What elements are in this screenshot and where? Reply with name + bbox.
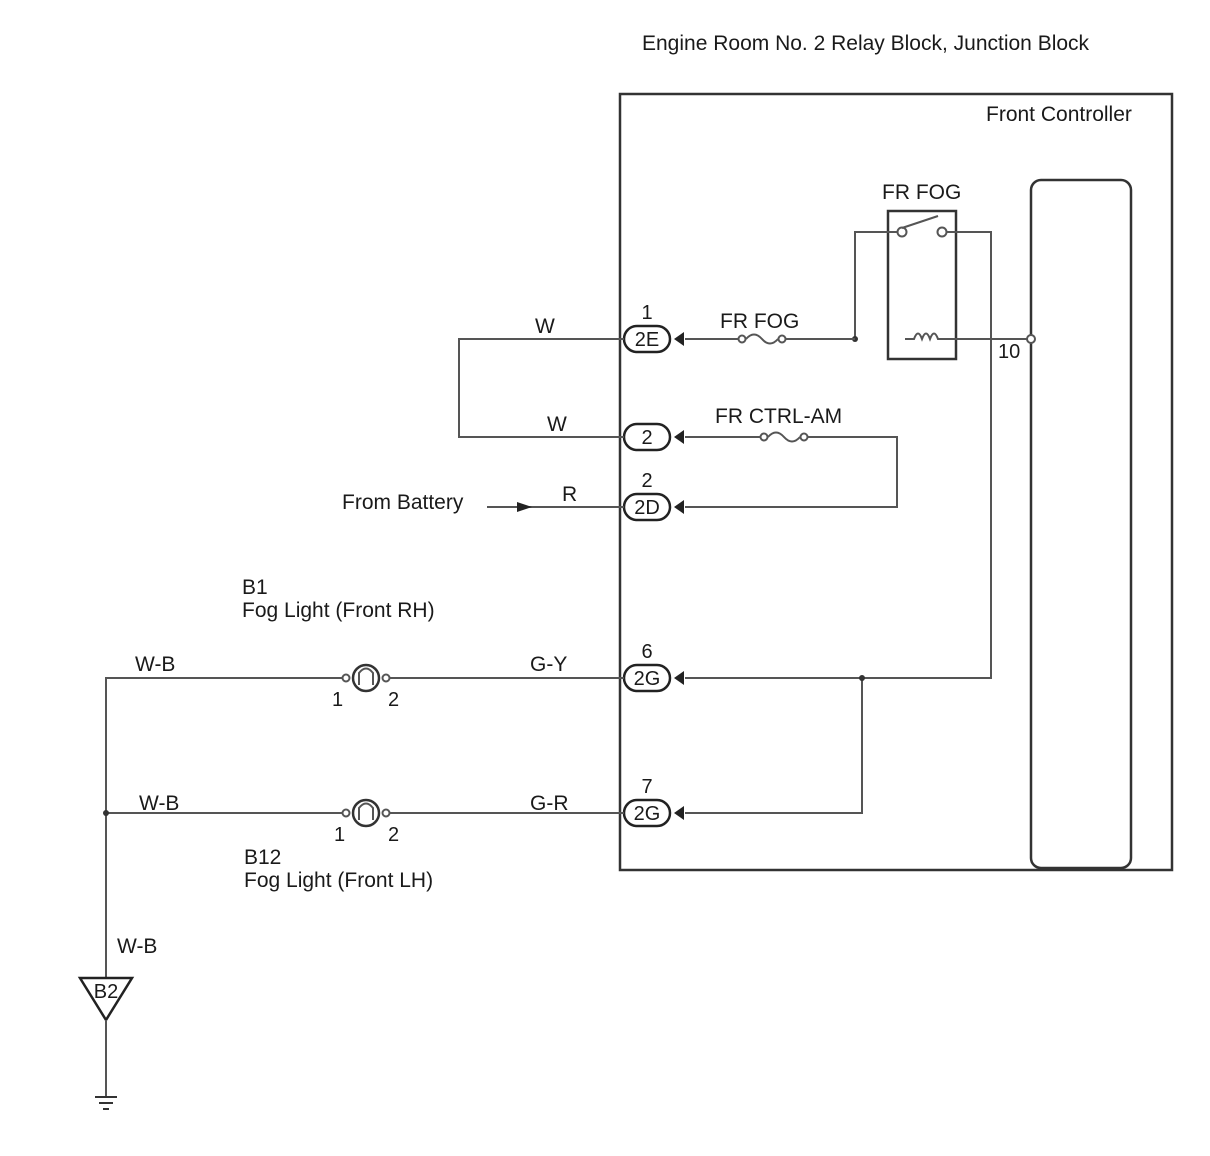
splice-dot [859,675,865,681]
ground-point-icon [77,976,135,1023]
wire-label-wb-mid: W-B [139,792,179,815]
connector-2g-6: 2G 6 [622,641,684,693]
lamp-filament [358,667,374,685]
wire-label-w-top: W [535,315,555,338]
wire-relay-output [862,231,992,679]
wire-ctrl-am-to-2d [685,436,898,508]
wire-label-gr: G-R [530,792,569,815]
controller-pin-terminal [1026,334,1036,344]
connector-code: 2G [634,803,661,825]
light-lh-pin1: 1 [334,824,345,846]
light-lh-code: B12 [244,846,281,869]
fuse-terminal [737,334,747,344]
wire-label-wb-bottom: W-B [117,935,157,958]
wire-wb-top [105,677,342,980]
relay-label: FR FOG [882,181,961,204]
fuse-terminal [777,334,787,344]
light-rh-code: B1 [242,576,268,599]
fuse-fr-fog-label: FR FOG [720,310,799,333]
splice-dot [103,810,109,816]
lamp-filament [358,802,374,820]
connector-pin: 1 [641,302,652,324]
relay-contact-left [896,226,908,238]
battery-label: From Battery [342,491,464,514]
wire-w-loop [458,338,624,438]
arrow-right-icon [517,502,532,512]
fuse-fr-fog-icon [745,333,779,345]
light-rh-pin1: 1 [332,689,343,711]
connector-code: 2E [635,329,659,351]
connector-pin: 7 [641,776,652,798]
controller-pin-label: 10 [998,341,1020,363]
connector-pin: 6 [641,641,652,663]
light-rh-name: Fog Light (Front RH) [242,599,435,622]
light-lh-name: Fog Light (Front LH) [244,869,433,892]
lamp-terminal [341,808,351,818]
connector-code: 2D [634,497,660,519]
relay-block-title: Engine Room No. 2 Relay Block, Junction … [642,32,1090,55]
lamp-terminal [381,808,391,818]
relay-coil-icon [905,332,945,342]
wire-label-gy: G-Y [530,653,567,676]
wire-relay-feed [854,231,897,339]
relay-contact-right [936,226,948,238]
wire-label-wb-top: W-B [135,653,175,676]
light-lh-pin2: 2 [388,824,399,846]
wire-label-w-mid: W [547,413,567,436]
connector-pin: 2 [641,470,652,492]
connector-code: 2 [641,427,652,449]
connector-code: 2G [634,668,661,690]
connector-2d: 2D 2 [622,470,684,522]
relay-switch-arm [901,215,939,229]
relay-box [886,209,958,361]
fuse-fr-ctrl-am-icon [767,431,801,443]
light-rh-pin2: 2 [388,689,399,711]
wire-splice-to-2g7 [685,678,863,814]
connector-2e: 2E 1 [622,302,684,354]
wire-label-r: R [562,483,577,506]
connector-2: 2 [622,422,684,452]
fuse-terminal [759,432,769,442]
connector-2g-7: 2G 7 [622,776,684,828]
fuse-terminal [799,432,809,442]
fuse-fr-ctrl-am-label: FR CTRL-AM [715,405,842,428]
controller-module [1029,178,1133,870]
front-controller-label: Front Controller [986,103,1132,126]
lamp-terminal [341,673,351,683]
lamp-terminal [381,673,391,683]
ground-code: B2 [94,981,118,1003]
front-controller-box [618,92,1174,872]
